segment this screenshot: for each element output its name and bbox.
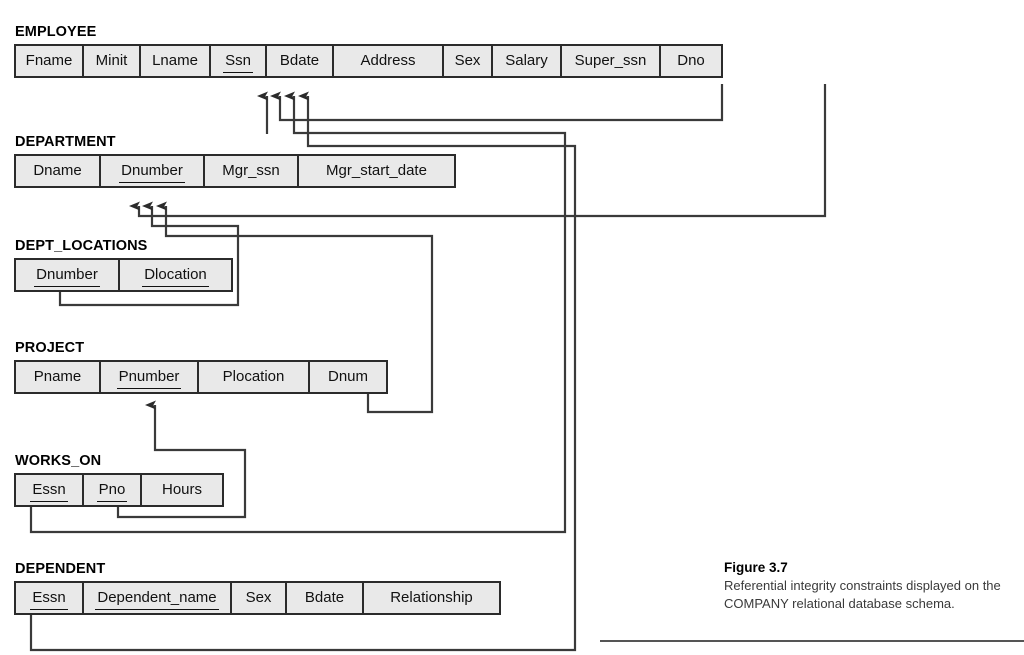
attribute-label: Pno (96, 479, 128, 502)
fk-dependent-essn-to-employee-ssn (29, 91, 577, 652)
relation-name: EMPLOYEE (15, 24, 97, 40)
relation-works_on: WORKS_ON Essn Pno Hours (14, 453, 224, 507)
relation-dependent: DEPENDENT Essn Dependent_name Sex Bdate Relat… (14, 561, 501, 615)
attribute-label: Dnumber (119, 160, 185, 183)
attribute-label: Address (360, 52, 416, 69)
attribute-cell[interactable]: Minit (84, 46, 141, 76)
attribute-cell[interactable]: Sex (232, 583, 287, 613)
attribute-row: Fname Minit Lname Ssn Bdate Address Sex Salary S… (14, 44, 723, 78)
attribute-cell-primary-key[interactable]: Dependent_name (84, 583, 232, 613)
attribute-cell-primary-key[interactable]: Dnumber (16, 260, 120, 290)
attribute-cell[interactable]: Mgr_start_date (299, 156, 454, 186)
relation-name: DEPT_LOCATIONS (15, 238, 148, 254)
relation-name: DEPARTMENT (15, 134, 116, 150)
attribute-label: Salary (505, 52, 548, 69)
fk-employee-super-ssn-to-employee-ssn (270, 84, 724, 122)
attribute-cell[interactable]: Dname (16, 156, 101, 186)
attribute-cell-primary-key[interactable]: Dnumber (101, 156, 205, 186)
relation-name: PROJECT (15, 340, 85, 356)
attribute-label: Bdate (279, 52, 320, 69)
attribute-label: Dno (677, 52, 705, 69)
attribute-cell[interactable]: Pname (16, 362, 101, 392)
attribute-cell-primary-key[interactable]: Pno (84, 475, 142, 505)
attribute-cell[interactable]: Lname (141, 46, 211, 76)
attribute-cell[interactable]: Bdate (267, 46, 334, 76)
attribute-label: Dname (33, 162, 82, 179)
attribute-label: Sex (454, 52, 481, 69)
figure-caption: Figure 3.7 Referential integrity constra… (724, 560, 1014, 612)
figure-title: Figure 3.7 (724, 560, 788, 575)
attribute-label: Pnumber (116, 366, 182, 389)
attribute-label: Dlocation (142, 264, 209, 287)
fk-employee-dno-to-department-dnumber (129, 84, 827, 218)
attribute-cell-primary-key[interactable]: Ssn (211, 46, 267, 76)
attribute-cell[interactable]: Bdate (287, 583, 364, 613)
attribute-cell-primary-key[interactable]: Dlocation (120, 260, 231, 290)
figure-caption-text: Referential integrity constraints displa… (724, 578, 1001, 611)
relation-dept_locations: DEPT_LOCATIONS Dnumber Dlocation (14, 238, 233, 292)
attribute-label: Hours (161, 481, 202, 498)
relation-department: DEPARTMENT Dname Dnumber Mgr_ssn Mgr_start_d… (14, 134, 456, 188)
attribute-cell[interactable]: Dno (661, 46, 721, 76)
attribute-label: Dependent_name (95, 587, 219, 610)
attribute-label: Bdate (304, 589, 345, 606)
attribute-cell[interactable]: Plocation (199, 362, 310, 392)
attribute-row: Essn Pno Hours (14, 473, 224, 507)
attribute-row: Dnumber Dlocation (14, 258, 233, 292)
attribute-cell[interactable]: Salary (493, 46, 562, 76)
fk-works-on-essn-to-employee-ssn (29, 91, 567, 534)
footer-rule (600, 640, 1024, 642)
attribute-row: Dname Dnumber Mgr_ssn Mgr_start_date (14, 154, 456, 188)
relation-name: WORKS_ON (15, 453, 102, 469)
attribute-label: Lname (152, 52, 198, 69)
fk-works-on-pno-to-project-pnumber (116, 400, 247, 519)
attribute-label: Pname (33, 368, 82, 385)
attribute-label: Mgr_start_date (326, 162, 427, 179)
attribute-cell[interactable]: Super_ssn (562, 46, 661, 76)
attribute-label: Dnum (327, 368, 368, 385)
attribute-cell[interactable]: Mgr_ssn (205, 156, 299, 186)
attribute-label: Fname (25, 52, 73, 69)
relation-name: DEPENDENT (15, 561, 106, 577)
attribute-cell-primary-key[interactable]: Essn (16, 583, 84, 613)
attribute-row: Essn Dependent_name Sex Bdate Relationship (14, 581, 501, 615)
attribute-label: Essn (30, 587, 68, 610)
attribute-label: Ssn (223, 50, 253, 73)
relation-employee: EMPLOYEE Fname Minit Lname Ssn Bdate Address Se… (14, 24, 723, 78)
attribute-label: Dnumber (34, 264, 100, 287)
attribute-label: Plocation (222, 368, 285, 385)
attribute-cell[interactable]: Hours (142, 475, 222, 505)
attribute-cell-primary-key[interactable]: Essn (16, 475, 84, 505)
fk-project-dnum-to-department-dnumber (156, 201, 434, 414)
attribute-label: Mgr_ssn (222, 162, 280, 179)
relation-project: PROJECT Pname Pnumber Plocation Dnum (14, 340, 388, 394)
attribute-label: Minit (95, 52, 128, 69)
attribute-label: Essn (30, 479, 68, 502)
attribute-cell[interactable]: Sex (444, 46, 493, 76)
fk-dept-locations-dnumber-to-department-dnumber (58, 201, 240, 307)
attribute-label: Relationship (390, 589, 473, 606)
attribute-cell[interactable]: Address (334, 46, 444, 76)
attribute-cell[interactable]: Dnum (310, 362, 386, 392)
attribute-row: Pname Pnumber Plocation Dnum (14, 360, 388, 394)
attribute-label: Super_ssn (574, 52, 647, 69)
attribute-cell[interactable]: Relationship (364, 583, 499, 613)
attribute-cell[interactable]: Fname (16, 46, 84, 76)
attribute-label: Sex (245, 589, 272, 606)
attribute-cell-primary-key[interactable]: Pnumber (101, 362, 199, 392)
